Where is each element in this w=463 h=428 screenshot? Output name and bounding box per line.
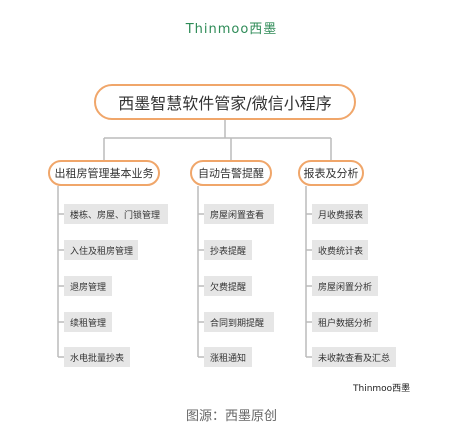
leaf-node: 楼栋、房屋、门锁管理 bbox=[64, 204, 168, 224]
leaf-node: 涨租通知 bbox=[204, 347, 252, 367]
leaf-node: 房屋闲置分析 bbox=[312, 276, 378, 296]
leaf-node: 退房管理 bbox=[64, 276, 112, 296]
leaf-node: 续租管理 bbox=[64, 312, 112, 332]
category-node-reports: 报表及分析 bbox=[298, 160, 364, 186]
leaf-node: 欠费提醒 bbox=[204, 276, 252, 296]
leaf-node: 月收费报表 bbox=[312, 204, 368, 224]
leaf-node: 租户数据分析 bbox=[312, 312, 378, 332]
image-caption: 图源：西墨原创 bbox=[185, 409, 277, 424]
leaf-node: 房屋闲置查看 bbox=[204, 204, 274, 224]
branches-col1 bbox=[198, 213, 204, 358]
leaf-node: 水电批量抄表 bbox=[64, 347, 130, 367]
leaf-node: 入住及租房管理 bbox=[64, 240, 138, 260]
leaf-node: 合同到期提醒 bbox=[204, 312, 274, 332]
signature-text: Thinmoo西墨 bbox=[353, 384, 411, 394]
category-node-auto-alerts: 自动告警提醒 bbox=[190, 160, 272, 186]
leaf-node: 抄表提醒 bbox=[204, 240, 252, 260]
brand-logo-text: Thinmoo西墨 bbox=[185, 22, 278, 37]
branches-col0 bbox=[58, 213, 64, 358]
root-node: 西墨智慧软件管家/微信小程序 bbox=[94, 84, 356, 120]
leaf-node: 收费统计表 bbox=[312, 240, 368, 260]
branches-col2 bbox=[306, 213, 312, 358]
category-node-basic-business: 出租房管理基本业务 bbox=[48, 160, 160, 186]
leaf-node: 未收款查看及汇总 bbox=[312, 347, 396, 367]
